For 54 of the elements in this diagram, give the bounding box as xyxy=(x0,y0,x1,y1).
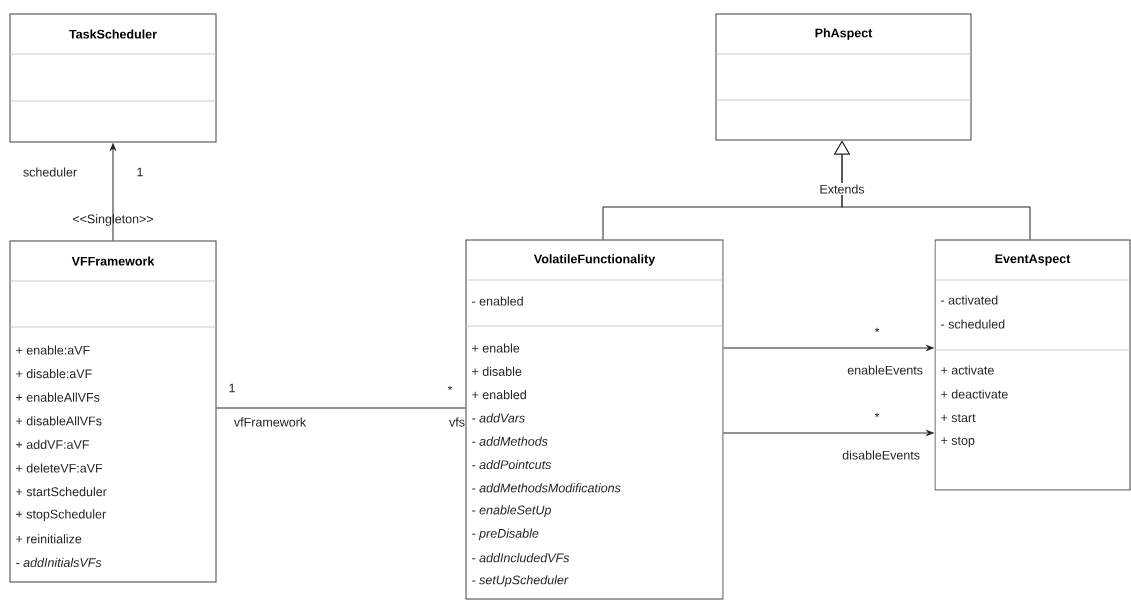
edge-label: disableEvents xyxy=(842,450,920,460)
multiplicity: 1 xyxy=(137,167,143,177)
class-name: TaskScheduler xyxy=(69,29,157,39)
class-name: VFFramework xyxy=(71,256,155,266)
method: + start xyxy=(941,413,976,423)
edge-label: enableEvents xyxy=(847,365,923,375)
method: + stopScheduler xyxy=(16,509,106,522)
class-name: PhAspect xyxy=(815,28,873,40)
method: - preDisable xyxy=(472,528,539,541)
attribute: - scheduled xyxy=(941,319,1005,329)
multiplicity: * xyxy=(874,327,880,333)
method: + enableAllVFs xyxy=(16,392,100,402)
method: + enabled xyxy=(472,390,526,400)
multiplicity: * xyxy=(447,385,453,391)
edge-label: scheduler xyxy=(23,167,77,177)
class-box xyxy=(9,13,217,143)
arrow xyxy=(110,143,116,241)
method: + activate xyxy=(941,365,994,375)
method: + addVF:aVF xyxy=(16,439,89,449)
arrow xyxy=(723,430,934,436)
method: + reinitialize xyxy=(16,534,82,544)
method: - enableSetUp xyxy=(472,505,551,517)
method: - addPointcuts xyxy=(472,459,552,470)
method: + enable:aVF xyxy=(16,345,90,355)
method: + startScheduler xyxy=(16,487,107,497)
method: - addMethods xyxy=(472,436,548,446)
method: + disable:aVF xyxy=(16,369,92,379)
arrow xyxy=(834,141,1031,240)
method: - addIncludedVFs xyxy=(472,553,570,563)
multiplicity: * xyxy=(874,412,880,418)
method: + disableAllVFs xyxy=(16,416,102,426)
class-box xyxy=(465,239,724,600)
method: - addInitialsVFs xyxy=(16,557,102,567)
class-box xyxy=(9,240,217,583)
method: + disable xyxy=(472,366,522,376)
stereotype: <<Singleton>> xyxy=(72,214,154,226)
method: - setUpScheduler xyxy=(472,575,569,587)
edge-label: vfFramework xyxy=(233,417,307,427)
class-name: VolatileFunctionality xyxy=(533,254,656,266)
method: + enable xyxy=(472,343,520,353)
class-box xyxy=(715,13,972,141)
method: + stop xyxy=(941,436,975,448)
edge-label: Extends xyxy=(817,182,867,196)
method: - addMethodsModifications xyxy=(472,483,621,493)
multiplicity: 1 xyxy=(229,383,235,393)
arrow xyxy=(723,345,934,351)
method: + deleteVF:aVF xyxy=(16,463,103,473)
attribute: - activated xyxy=(941,295,998,305)
method: - addVars xyxy=(472,413,525,423)
method: + deactivate xyxy=(941,389,1008,399)
class-box xyxy=(934,239,1131,491)
multiplicity: vfs xyxy=(449,417,465,427)
class-name: EventAspect xyxy=(995,254,1071,266)
attribute: - enabled xyxy=(472,296,523,306)
